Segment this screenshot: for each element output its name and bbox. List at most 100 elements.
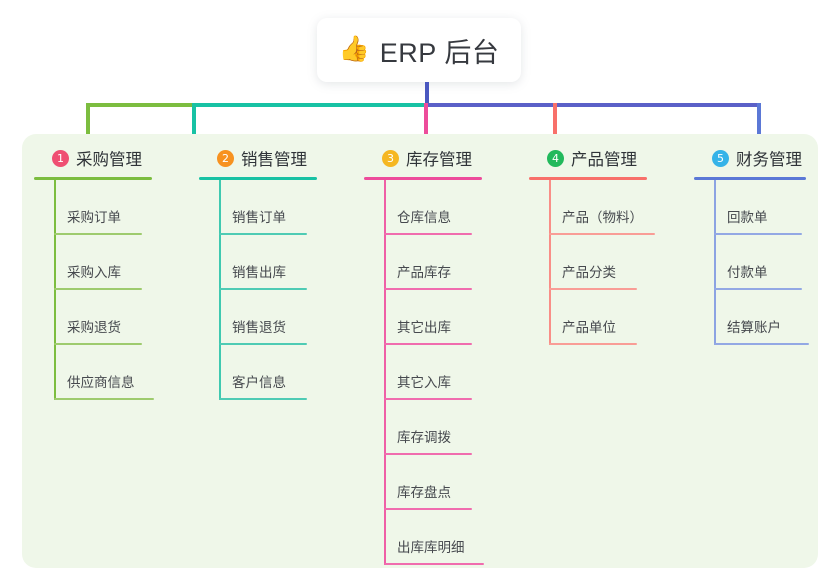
trunk-segment-teal [192, 103, 427, 107]
list-item[interactable]: 采购订单 [34, 180, 152, 235]
list-item-label: 采购入库 [67, 265, 121, 280]
column-header-3[interactable]: 3 库存管理 [364, 146, 482, 170]
column-title-5: 财务管理 [736, 151, 802, 169]
list-item-label: 销售退货 [232, 320, 286, 335]
list-item-label: 回款单 [727, 210, 768, 225]
list-item-rule [549, 233, 655, 235]
list-item[interactable]: 销售退货 [199, 290, 317, 345]
list-item[interactable]: 库存调拨 [364, 400, 482, 455]
list-item[interactable]: 采购入库 [34, 235, 152, 290]
list-item-label: 供应商信息 [67, 375, 135, 390]
list-item-label: 库存调拨 [397, 430, 451, 445]
column-spine-1 [54, 180, 56, 400]
column-items-5: 回款单 付款单 结算账户 [694, 180, 809, 345]
list-item-rule [219, 343, 307, 345]
list-item[interactable]: 其它出库 [364, 290, 482, 345]
list-item-rule [714, 233, 802, 235]
list-item[interactable]: 库存盘点 [364, 455, 482, 510]
drop-line-col-2 [192, 103, 196, 143]
list-item-label: 出库库明细 [397, 540, 465, 555]
column-inventory: 3 库存管理 仓库信息 产品库存 其它出库 其它入库 库存调拨 [364, 146, 484, 565]
list-item[interactable]: 回款单 [694, 180, 806, 235]
list-item-label: 客户信息 [232, 375, 286, 390]
column-title-4: 产品管理 [571, 151, 637, 169]
list-item-rule [384, 233, 472, 235]
list-item[interactable]: 其它入库 [364, 345, 482, 400]
root-node-label: ERP 后台 [379, 37, 500, 68]
list-item-label: 采购订单 [67, 210, 121, 225]
list-item-label: 采购退货 [67, 320, 121, 335]
list-item-rule [714, 288, 802, 290]
drop-line-col-4 [553, 103, 557, 143]
list-item[interactable]: 销售订单 [199, 180, 317, 235]
list-item-rule [714, 343, 809, 345]
list-item-rule [384, 288, 472, 290]
list-item[interactable]: 销售出库 [199, 235, 317, 290]
list-item-label: 结算账户 [727, 320, 781, 335]
column-rule-2 [199, 177, 317, 180]
list-item-rule [384, 398, 472, 400]
list-item-rule [384, 508, 472, 510]
list-item[interactable]: 客户信息 [199, 345, 317, 400]
list-item-rule [54, 398, 154, 400]
list-item-rule [549, 288, 637, 290]
list-item-label: 销售订单 [232, 210, 286, 225]
list-item-rule [384, 563, 484, 565]
list-item-rule [219, 398, 307, 400]
list-item-label: 付款单 [727, 265, 768, 280]
column-badge-5: 5 [712, 149, 729, 167]
list-item[interactable]: 仓库信息 [364, 180, 482, 235]
list-item-label: 其它入库 [397, 375, 451, 390]
thumbs-up-icon: 👍 [338, 34, 370, 63]
list-item-label: 产品单位 [562, 320, 616, 335]
column-items-2: 销售订单 销售出库 销售退货 客户信息 [199, 180, 317, 400]
list-item[interactable]: 付款单 [694, 235, 806, 290]
column-title-2: 销售管理 [241, 151, 307, 169]
list-item[interactable]: 结算账户 [694, 290, 809, 345]
list-item-label: 仓库信息 [397, 210, 451, 225]
column-header-1[interactable]: 1 采购管理 [34, 146, 152, 170]
list-item-rule [54, 343, 142, 345]
list-item[interactable]: 产品单位 [529, 290, 647, 345]
drop-line-col-1 [86, 103, 90, 143]
column-items-3: 仓库信息 产品库存 其它出库 其它入库 库存调拨 库存盘点 [364, 180, 484, 565]
root-node[interactable]: 👍 ERP 后台 [317, 18, 521, 82]
drop-line-col-5 [757, 103, 761, 143]
drop-line-col-3 [424, 103, 428, 143]
column-header-5[interactable]: 5 财务管理 [694, 146, 806, 170]
list-item[interactable]: 出库库明细 [364, 510, 484, 565]
list-item-rule [219, 288, 307, 290]
column-sales: 2 销售管理 销售订单 销售出库 销售退货 客户信息 [199, 146, 317, 400]
list-item-rule [384, 343, 472, 345]
column-header-4[interactable]: 4 产品管理 [529, 146, 647, 170]
list-item[interactable]: 产品库存 [364, 235, 482, 290]
column-items-1: 采购订单 采购入库 采购退货 供应商信息 [34, 180, 154, 400]
list-item-label: 销售出库 [232, 265, 286, 280]
list-item-label: 库存盘点 [397, 485, 451, 500]
list-item[interactable]: 供应商信息 [34, 345, 154, 400]
column-finance: 5 财务管理 回款单 付款单 结算账户 [694, 146, 809, 345]
list-item[interactable]: 采购退货 [34, 290, 152, 345]
column-rule-5 [694, 177, 806, 180]
column-products: 4 产品管理 产品（物料） 产品分类 产品单位 [529, 146, 655, 345]
column-badge-2: 2 [217, 149, 234, 167]
column-spine-5 [714, 180, 716, 345]
column-rule-4 [529, 177, 647, 180]
list-item[interactable]: 产品（物料） [529, 180, 655, 235]
column-title-1: 采购管理 [76, 151, 142, 169]
column-rule-3 [364, 177, 482, 180]
column-header-2[interactable]: 2 销售管理 [199, 146, 317, 170]
trunk-segment-green [86, 103, 194, 107]
list-item-rule [549, 343, 637, 345]
column-purchasing: 1 采购管理 采购订单 采购入库 采购退货 供应商信息 [34, 146, 154, 400]
column-items-4: 产品（物料） 产品分类 产品单位 [529, 180, 655, 345]
list-item-rule [54, 288, 142, 290]
list-item[interactable]: 产品分类 [529, 235, 647, 290]
column-spine-2 [219, 180, 221, 400]
column-spine-3 [384, 180, 386, 565]
column-rule-1 [34, 177, 152, 180]
column-title-3: 库存管理 [406, 151, 472, 169]
column-badge-3: 3 [382, 149, 399, 167]
column-spine-4 [549, 180, 551, 345]
